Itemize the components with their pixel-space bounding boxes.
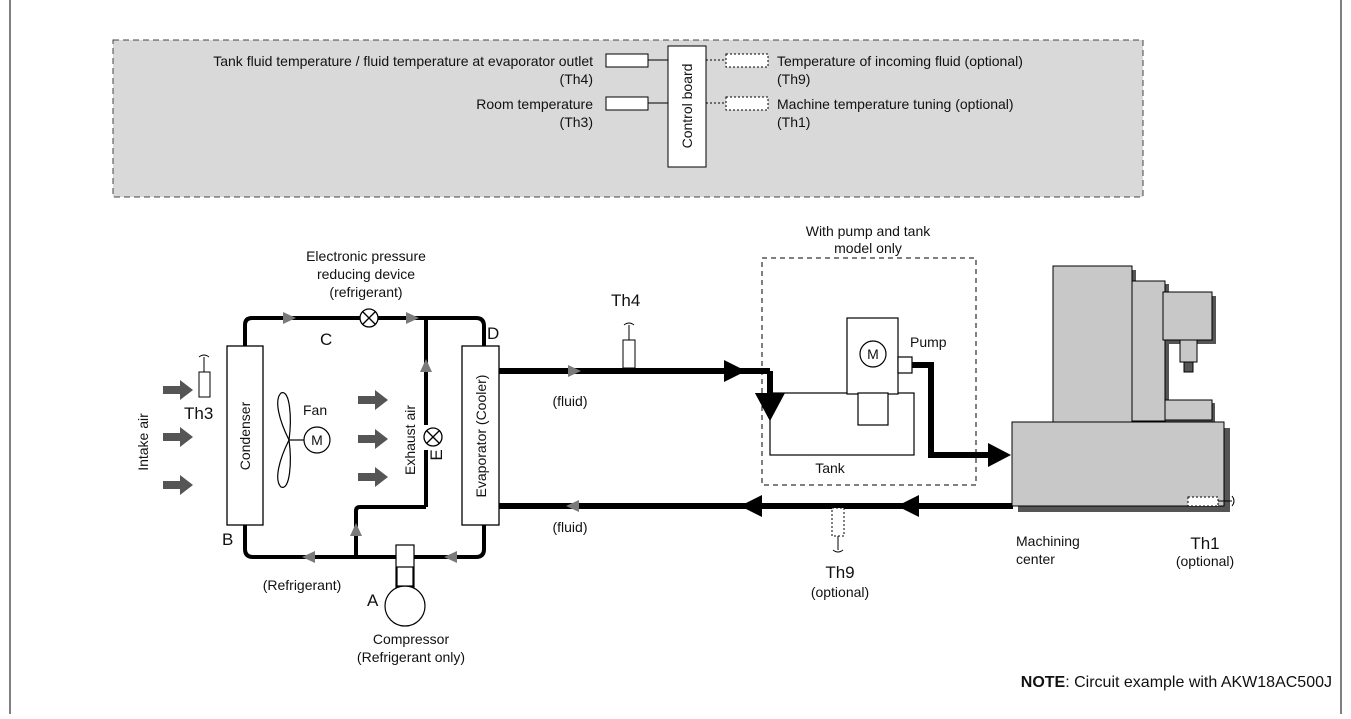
flow-arrow-return-up	[350, 523, 362, 536]
intake-air-arrow-3	[163, 475, 193, 495]
point-d-label: D	[487, 324, 499, 343]
note-text: : Circuit example with AKW18AC500J	[1065, 674, 1332, 691]
fluid-arrow-into-machine	[988, 443, 1011, 467]
fluid-pipe-to-machine	[912, 362, 988, 458]
pump-tank-note-line1: With pump and tank	[806, 223, 932, 239]
legend-th1-code: (Th1)	[777, 114, 810, 130]
epd-label-line3: (refrigerant)	[329, 284, 402, 300]
refrigerant-pipe-bottom	[243, 523, 486, 559]
pump-label: Pump	[910, 334, 947, 350]
machining-center-label-line1: Machining	[1016, 533, 1080, 549]
flow-arrow-bottom-left	[302, 551, 315, 563]
pump-motor-icon	[859, 340, 887, 368]
machine-column	[1052, 265, 1133, 427]
pump-tank-note-line2: model only	[834, 240, 902, 256]
tank-label: Tank	[815, 460, 846, 476]
exhaust-air-arrow-3	[358, 467, 388, 487]
pump-motor-label: M	[867, 346, 879, 362]
exhaust-air-arrow-2	[358, 429, 388, 449]
th4-label: Th4	[611, 291, 640, 310]
point-c-label: C	[320, 330, 332, 349]
compressor-icon	[384, 585, 426, 627]
evaporator-unit	[461, 345, 500, 526]
point-b-label: B	[222, 530, 233, 549]
fluid-label-top: (fluid)	[552, 393, 587, 409]
legend-th1-sensor	[725, 96, 769, 111]
th1-label: Th1	[1190, 534, 1219, 553]
flow-arrow-bypass-up	[420, 359, 432, 372]
legend-th3-code: (Th3)	[560, 114, 593, 130]
exhaust-air-label: Exhaust air	[402, 405, 418, 475]
refrigerant-label: (Refrigerant)	[263, 577, 342, 593]
fluid-arrow-bottom-gray	[566, 500, 579, 512]
legend-th1-label: Machine temperature tuning (optional)	[777, 96, 1014, 112]
th9-label: Th9	[825, 563, 854, 582]
fan-motor-label: M	[311, 432, 323, 448]
note-bold: NOTE	[1021, 674, 1066, 691]
flow-arrow-top-left	[283, 312, 296, 324]
pump-outlet	[897, 356, 913, 374]
th4-sensor-icon	[622, 339, 636, 369]
legend-th3-label: Room temperature	[476, 96, 593, 112]
th3-label: Th3	[184, 404, 213, 423]
intake-air-arrow-1	[163, 380, 193, 400]
th3-sensor-icon	[198, 371, 211, 398]
epd-label-line2: reducing device	[317, 266, 415, 282]
pump-shaft	[857, 392, 889, 426]
fan-icon	[277, 392, 331, 488]
machining-center-label-line2: center	[1016, 551, 1055, 567]
legend-th4-label: Tank fluid temperature / fluid temperatu…	[213, 53, 593, 69]
flow-arrow-bottom-right	[444, 551, 457, 563]
evaporator-label: Evaporator (Cooler)	[473, 375, 489, 498]
circuit-note: NOTE: Circuit example with AKW18AC500J	[1021, 674, 1332, 691]
legend-th4-sensor	[605, 53, 649, 68]
intake-air-arrow-2	[163, 427, 193, 447]
tank-body	[769, 392, 915, 456]
condenser-unit	[226, 345, 264, 526]
fluid-arrow-return-right	[897, 495, 919, 517]
sensor-legend-panel: Tank fluid temperature / fluid temperatu…	[112, 39, 1144, 198]
point-a-label: A	[367, 591, 379, 610]
machine-spindle-head	[1162, 291, 1213, 341]
compressor-label-line2: (Refrigerant only)	[357, 649, 465, 665]
fluid-arrow-top	[724, 360, 746, 382]
compressor-label-line1: Compressor	[373, 631, 450, 647]
th1-optional-label: (optional)	[1176, 553, 1234, 569]
control-board-label: Control board	[679, 64, 695, 149]
fluid-circuit: Th4 (fluid) (fluid) Th9 (optional) With …	[499, 223, 1013, 600]
bypass-pipe-return	[354, 505, 426, 557]
legend-th3-sensor	[605, 96, 649, 111]
machine-base	[1011, 421, 1225, 507]
exhaust-air-arrow-1	[358, 390, 388, 410]
th9-sensor-icon	[831, 507, 845, 537]
epd-label-line1: Electronic pressure	[306, 248, 426, 264]
fan-motor-icon	[303, 426, 331, 454]
fluid-label-bottom: (fluid)	[552, 519, 587, 535]
legend-th4-code: (Th4)	[560, 71, 593, 87]
control-board-box	[667, 45, 707, 168]
th9-optional-label: (optional)	[811, 584, 869, 600]
legend-th9-sensor	[725, 53, 769, 68]
legend-th9-code: (Th9)	[777, 71, 810, 87]
fan-label: Fan	[303, 402, 327, 418]
flow-arrow-top-right	[406, 312, 419, 324]
legend-th9-label: Temperature of incoming fluid (optional)	[777, 53, 1023, 69]
refrigerant-circuit: Electronic pressure reducing device (ref…	[135, 248, 500, 665]
fluid-arrow-return-left	[740, 495, 762, 517]
machining-center: Machining center Th1 (optional)	[1011, 265, 1235, 569]
fluid-arrow-top-gray	[568, 365, 581, 377]
condenser-label: Condenser	[237, 401, 253, 470]
point-e-label: E	[427, 449, 446, 460]
intake-air-label: Intake air	[135, 413, 151, 471]
th1-sensor-icon	[1187, 496, 1219, 507]
pump-tank-zone	[761, 257, 977, 486]
